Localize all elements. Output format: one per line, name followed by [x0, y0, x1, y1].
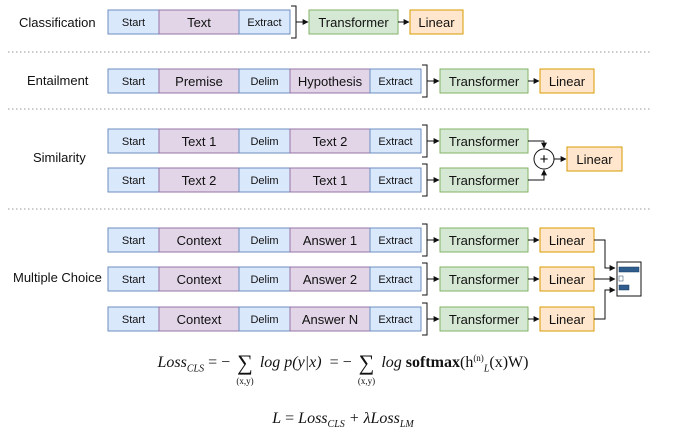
context-token: Context: [177, 233, 222, 248]
answer2-token: Answer 2: [303, 272, 357, 287]
extract-token: Extract: [378, 175, 412, 187]
softmax-symbol: softmax: [405, 354, 460, 372]
task-label-entailment: Entailment: [27, 73, 89, 88]
transformer-block: [308, 9, 399, 35]
total-loss-symbol: L: [272, 410, 282, 427]
sum-index: (x,y): [236, 376, 254, 386]
classification-loss-formula: LossCLS = − ∑(x,y) log p(y|x) = − ∑(x,y)…: [0, 350, 686, 387]
choice-sequence-n: Start Context Delim Answer N Extract: [107, 306, 422, 332]
start-token: Start: [122, 314, 145, 326]
transformer-label: Transformer: [449, 312, 520, 327]
hidden-superscript: (n): [473, 352, 484, 363]
entailment-sequence: Start Premise Delim Hypothesis Extract: [107, 68, 422, 94]
choice-sequence-1: Start Context Delim Answer 1 Extract: [107, 227, 422, 253]
linear-label: Linear: [549, 74, 586, 89]
linear-label: Linear: [549, 233, 586, 248]
transformer-block: [439, 128, 529, 154]
minus-sign: −: [221, 354, 231, 372]
text1-token: Text 1: [313, 173, 348, 188]
lm-subscript: LM: [399, 419, 414, 431]
log-probability: log p(y|x): [259, 354, 322, 372]
sum-index: (x,y): [357, 376, 376, 386]
transformer-label: Transformer: [449, 233, 520, 248]
linear-block: [539, 227, 595, 253]
start-token: Start: [122, 235, 145, 247]
task-label-multiple-choice: Multiple Choice: [13, 270, 102, 285]
start-token: Start: [122, 274, 145, 286]
transformer-label: Transformer: [449, 74, 520, 89]
extract-token: Extract: [247, 17, 281, 29]
sum-operator: ∑(x,y): [236, 350, 253, 387]
linear-block: [539, 266, 595, 292]
loss-subscript: CLS: [186, 363, 205, 375]
transformer-label: Transformer: [449, 173, 520, 188]
similarity-sequence-2: Start Text 2 Delim Text 1 Extract: [107, 167, 422, 193]
classification-sequence: Start Text Extract: [107, 9, 291, 35]
total-loss-formula: L = LossCLS + λLossLM: [0, 410, 686, 430]
loss-symbol: Loss: [157, 354, 187, 372]
delim-token: Delim: [250, 274, 278, 286]
plus-icon: +: [540, 151, 549, 168]
similarity-sequence-1: Start Text 1 Delim Text 2 Extract: [107, 128, 422, 154]
delim-token: Delim: [250, 235, 278, 247]
equals-sign: =: [208, 354, 218, 372]
start-token: Start: [122, 17, 145, 29]
start-token: Start: [122, 76, 145, 88]
text2-token: Text 2: [182, 173, 217, 188]
extract-token: Extract: [378, 235, 412, 247]
hidden-state: (h: [459, 354, 474, 372]
delim-token: Delim: [250, 175, 278, 187]
start-token: Start: [122, 136, 145, 148]
sigma-symbol: ∑: [358, 350, 375, 375]
context-token: Context: [177, 312, 222, 327]
linear-label: Linear: [549, 272, 586, 287]
delim-token: Delim: [250, 314, 278, 326]
extract-token: Extract: [378, 76, 412, 88]
minus-sign: −: [342, 354, 352, 372]
answerN-token: Answer N: [302, 312, 358, 327]
log-symbol: log: [381, 354, 402, 372]
lambda-lm-loss: + λLoss: [348, 410, 400, 427]
extract-token: Extract: [378, 274, 412, 286]
choice-sequence-2: Start Context Delim Answer 2 Extract: [107, 266, 422, 292]
text1-token: Text 1: [182, 134, 217, 149]
transformer-label: Transformer: [318, 15, 389, 30]
delim-token: Delim: [250, 76, 278, 88]
linear-label: Linear: [576, 152, 613, 167]
delim-token: Delim: [250, 136, 278, 148]
answer1-token: Answer 1: [303, 233, 357, 248]
equals-sign: =: [329, 354, 339, 372]
loss-subscript: CLS: [327, 419, 345, 431]
transformer-label: Transformer: [449, 272, 520, 287]
hidden-subscript: L: [483, 363, 490, 375]
transformer-block: [439, 68, 529, 94]
hidden-rest: (x)W): [489, 354, 529, 372]
premise-token: Premise: [175, 74, 223, 89]
task-label-classification: Classification: [19, 15, 96, 30]
linear-label: Linear: [549, 312, 586, 327]
text-token: Text: [187, 15, 211, 30]
output-bar: [618, 266, 640, 273]
output-bar: [618, 275, 624, 282]
equals-sign: =: [285, 410, 295, 427]
linear-block: [566, 146, 623, 172]
text2-token: Text 2: [313, 134, 348, 149]
output-bar: [618, 284, 630, 291]
start-token: Start: [122, 175, 145, 187]
extract-token: Extract: [378, 314, 412, 326]
linear-block: [409, 9, 464, 35]
transformer-block: [439, 167, 529, 193]
context-token: Context: [177, 272, 222, 287]
linear-block: [539, 68, 595, 94]
hypothesis-token: Hypothesis: [298, 74, 363, 89]
extract-token: Extract: [378, 136, 412, 148]
transformer-label: Transformer: [449, 134, 520, 149]
loss-symbol: Loss: [298, 410, 328, 427]
linear-label: Linear: [418, 15, 455, 30]
sigma-symbol: ∑: [237, 350, 253, 375]
task-label-similarity: Similarity: [33, 150, 86, 165]
sum-operator: ∑(x,y): [358, 350, 375, 387]
